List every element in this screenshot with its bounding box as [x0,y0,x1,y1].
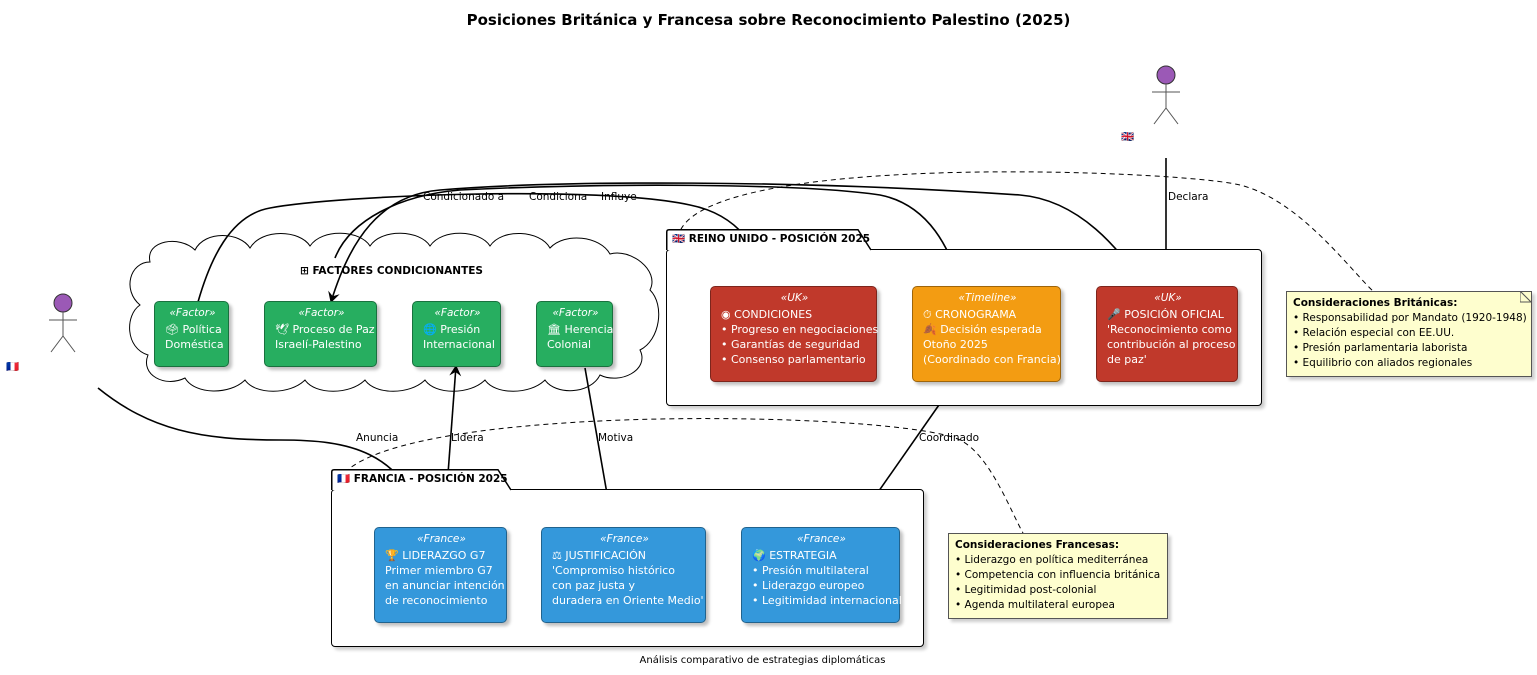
note-line: • Responsabilidad por Mandato (1920-1948… [1293,312,1527,324]
edge-label-condicionado: Condicionado a [423,191,505,203]
box-line: 🏆 LIDERAZGO G7 [385,549,486,562]
box-line: ◉ CONDICIONES [721,308,813,321]
factor-politica-domestica: «Factor» 🗳 Política Doméstica [154,301,229,367]
box-line: de paz' [1107,353,1147,366]
box-line: • Consenso parlamentario [721,353,866,366]
actor-role: Primer Ministro [1121,145,1201,157]
box-line: Israelí-Palestino [275,338,362,351]
stereotype: «UK» [1154,292,1182,304]
box-line: • Presión multilateral [752,564,869,577]
stereotype: «Factor» [434,307,481,319]
box-line: Internacional [423,338,495,351]
box-line: • Garantías de seguridad [721,338,860,351]
edge-influye [334,184,965,289]
note-line: • Liderazgo en política mediterránea [955,554,1149,566]
box-line: 🗳 Política [165,323,222,336]
note-title: Consideraciones Francesas: [955,539,1120,551]
uk-note-fold [1520,291,1532,303]
box-line: 'Compromiso histórico [552,564,676,577]
uk-actor-label: 🇬🇧 Keir Starmer Primer Ministro [1121,130,1203,158]
box-line: • Legitimidad internacional [752,594,902,607]
stereotype: «Timeline» [958,292,1017,304]
note-line: • Relación especial con EE.UU. [1293,327,1455,339]
edge-condicionado [197,192,773,303]
box-line: Primer miembro G7 [385,564,493,577]
uk-condiciones: «UK» ◉ CONDICIONES • Progreso en negocia… [710,286,879,382]
box-line: duradera en Oriente Medio' [552,594,704,607]
note-line: • Competencia con influencia británica [955,569,1161,581]
box-line: con paz justa y [552,579,636,592]
box-line: 🕊 Proceso de Paz [275,323,375,336]
stereotype: «Factor» [169,307,216,319]
fr-estrategia: «France» 🌍 ESTRATEGIA • Presión multilat… [741,527,902,623]
uk-considerations-note: Consideraciones Británicas: • Responsabi… [1286,291,1532,377]
box-line: 🌐 Presión [423,323,481,336]
box-line: ⚖ JUSTIFICACIÓN [552,549,646,562]
fr-note-connector [335,418,1024,534]
box-line: 🎤 POSICIÓN OFICIAL [1107,308,1224,321]
box-line: 🍂 Decisión esperada [923,323,1042,336]
diagram-footer: Análisis comparativo de estrategias dipl… [639,655,886,666]
edge-label-coordinado: Coordinado [919,432,980,444]
edge-label-lidera: Lidera [451,432,484,444]
edge-label-declara: Declara [1168,191,1209,203]
note-line: • Legitimidad post-colonial [955,584,1097,596]
box-line: de reconocimiento [385,594,488,607]
fr-considerations-note: Consideraciones Francesas: • Liderazgo e… [948,533,1168,619]
note-line: • Agenda multilateral europea [955,599,1115,611]
stereotype: «Factor» [298,307,345,319]
box-line: Doméstica [165,338,224,351]
factor-herencia-colonial: «Factor» 🏛 Herencia Colonial [536,301,613,367]
uk-posicion-oficial: «UK» 🎤 POSICIÓN OFICIAL 'Reconocimiento … [1096,286,1238,382]
fr-actor-label: 🇫🇷 Emmanuel Macron Presidente [6,360,120,388]
fr-justificacion: «France» ⚖ JUSTIFICACIÓN 'Compromiso his… [541,527,706,623]
uk-cronograma: «Timeline» ⏱ CRONOGRAMA 🍂 Decisión esper… [912,286,1061,382]
actor-name: 🇬🇧 Keir Starmer [1121,131,1204,143]
actor-role: Presidente [6,375,62,387]
box-line: • Progreso en negociaciones [721,323,879,336]
box-line: 🏛 Herencia [547,323,614,336]
fr-actor-figure [49,293,77,353]
box-line: (Coordinado con Francia) [923,353,1061,366]
note-line: • Presión parlamentaria laborista [1293,342,1468,354]
factor-presion-internacional: «Factor» 🌐 Presión Internacional [412,301,501,367]
box-line: en anunciar intención [385,579,505,592]
factor-proceso-paz: «Factor» 🕊 Proceso de Paz Israelí-Palest… [264,301,377,367]
uk-package-tab [666,229,872,251]
fr-package-tab [331,469,512,491]
stereotype: «Factor» [552,307,599,319]
factors-cloud-title: ⊞ FACTORES CONDICIONANTES [300,265,483,277]
stereotype: «France» [797,533,846,545]
note-title: Consideraciones Británicas: [1293,297,1458,309]
box-line: 🌍 ESTRATEGIA [752,549,837,562]
box-line: Colonial [547,338,592,351]
uk-package-title: 🇬🇧 REINO UNIDO - POSICIÓN 2025 [672,233,871,245]
edge-condiciona [328,182,1147,303]
uk-note-connector [677,171,1376,294]
box-line: Otoño 2025 [923,338,988,351]
edge-label-influye: Influye [601,191,637,203]
fr-liderazgo-g7: «France» 🏆 LIDERAZGO G7 Primer miembro G… [374,527,507,623]
edge-label-motiva: Motiva [598,432,634,444]
stereotype: «UK» [780,292,809,304]
fr-package-title: 🇫🇷 FRANCIA - POSICIÓN 2025 [337,473,508,485]
edge-label-condiciona: Condiciona [529,191,588,203]
box-line: 'Reconocimiento como [1107,323,1232,336]
actor-name: 🇫🇷 Emmanuel Macron [6,361,121,373]
factors-cloud-shape [129,232,660,392]
box-line: • Liderazgo europeo [752,579,865,592]
edge-label-anuncia: Anuncia [356,432,399,444]
box-line: ⏱ CRONOGRAMA [923,308,1017,321]
uk-actor-figure [1152,65,1180,125]
note-line: • Equilibrio con aliados regionales [1293,357,1473,369]
stereotype: «France» [600,533,649,545]
box-line: contribución al proceso [1107,338,1236,351]
diagram-title: Posiciones Británica y Francesa sobre Re… [466,11,1071,29]
stereotype: «France» [417,533,466,545]
